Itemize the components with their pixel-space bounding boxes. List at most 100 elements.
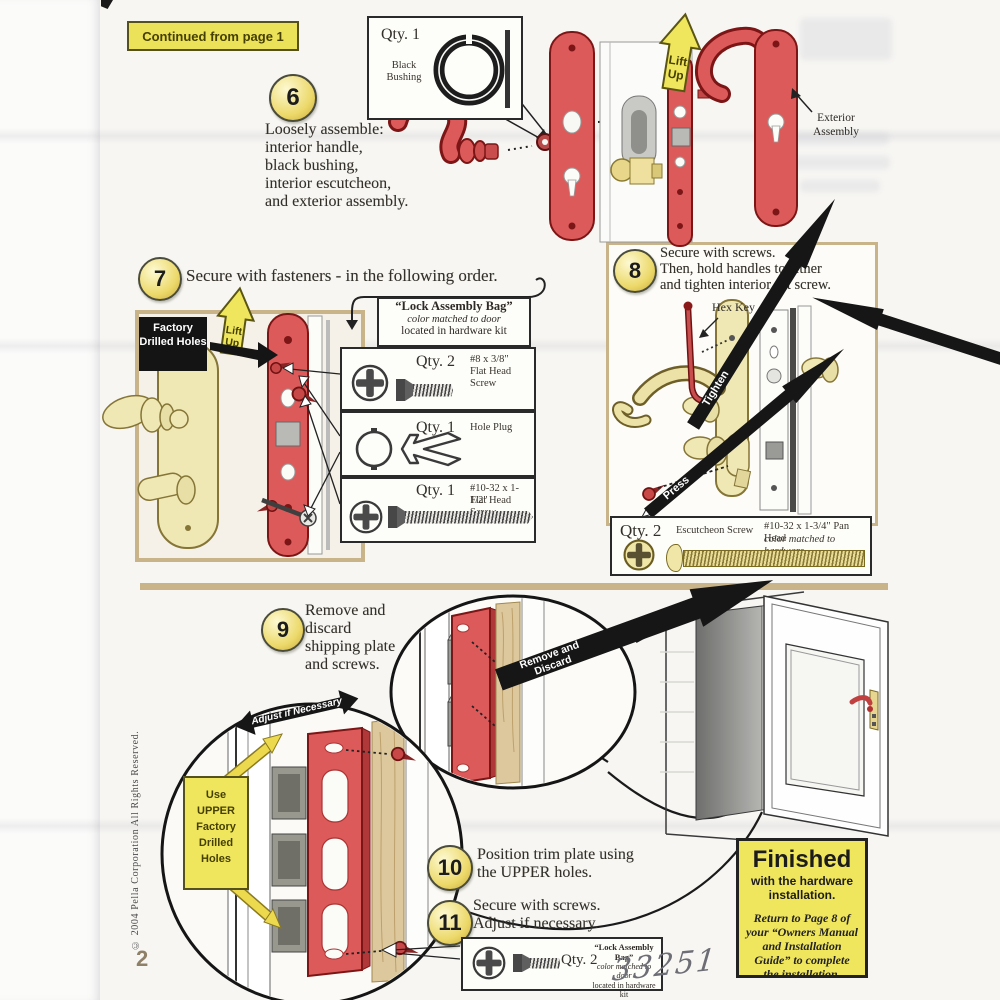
screw-thread (683, 549, 865, 567)
instruction-line: Secure with screws. (660, 245, 776, 261)
step-number-text: 10 (437, 855, 463, 880)
instruction-line: Secure with screws. (473, 897, 601, 914)
screw-cone (405, 379, 413, 401)
screw-head (388, 506, 397, 528)
factory-drilled-holes-label: Factory Drilled Holes (139, 317, 207, 371)
step11-number: 11 (427, 900, 473, 946)
instruction-line: interior escutcheon, (265, 174, 392, 192)
pan-head-screw-icon (666, 544, 865, 572)
fastener-size: #10-32 x 1-3/4" Pan Head (764, 521, 850, 545)
finished-title: Finished (752, 846, 852, 873)
ink-bleed-artifact (778, 156, 890, 169)
screw-head (396, 379, 405, 401)
exterior-assembly-label: Exterior Assembly (813, 112, 859, 138)
instruction-line: and screws. (305, 655, 380, 673)
step11-instructions: Secure with screws. Adjust if necessary. (473, 897, 693, 933)
trim-plate-inset (160, 702, 464, 1000)
copyright-vertical-text: © 2004 Pella Corporation All Rights Rese… (130, 730, 141, 950)
door-handle-drawing (849, 695, 873, 706)
fastener-qty: Qty. 1 (416, 419, 455, 436)
ink-bleed-artifact (800, 180, 880, 192)
label-line: UPPER (197, 804, 235, 817)
lift-up-text: Lift (668, 52, 689, 69)
instruction-line: discard (305, 619, 352, 637)
fastener-size: #8 x 3/8" (470, 354, 509, 365)
paper-fold-shadow (0, 128, 1000, 144)
subtitle-line: with the hardware (750, 874, 854, 888)
step11-screw-box: Qty. 2 “Lock Assembly Bag” color matched… (461, 937, 663, 1000)
fastener-size: #10-32 x 1-1/2" (470, 483, 519, 507)
step-number-text: 9 (276, 617, 290, 642)
step9-instructions: Remove and discard shipping plate and sc… (305, 602, 475, 674)
screw-thread (530, 957, 560, 969)
section-divider (140, 583, 888, 590)
instruction-line: and tighten interior set screw. (660, 277, 831, 294)
bag-note-line: color matched to door (407, 314, 501, 325)
fastener-qty: Qty. 2 (416, 353, 455, 370)
step6-instructions: Loosely assemble: interior handle, black… (265, 121, 475, 211)
screw-head (513, 954, 522, 972)
page-number: 2 (136, 946, 149, 971)
screw-cone (397, 506, 405, 528)
fastener-box-hole-plug: Qty. 1 Hole Plug (340, 411, 536, 477)
hole-plug-icon (355, 428, 462, 470)
use-upper-holes-label: Use UPPER Factory Drilled Holes (183, 776, 249, 890)
instruction-line: interior handle, (265, 138, 363, 156)
bag-note-line: located in hardware kit (401, 325, 507, 337)
screw-thread (413, 383, 453, 397)
fastener-name: Hole Plug (470, 422, 513, 433)
label-line: Holes (201, 852, 231, 865)
phillips-screw-icon (351, 364, 389, 402)
step7-fastening-drawing: Lift Up (102, 277, 546, 557)
body-line: and Installation (762, 939, 842, 954)
instruction-line: the UPPER holes. (477, 863, 593, 881)
label-line: Use (205, 789, 227, 801)
machine-screw-icon (388, 506, 533, 528)
bag-note-line: located in hardware kit (592, 980, 656, 1000)
fastener-qty: Qty. 2 (561, 952, 598, 968)
fastener-name: Flat Head Screw (470, 366, 512, 390)
instruction-line: Loosely assemble: (265, 121, 384, 138)
fastener-box-flat-head-2: Qty. 1 #10-32 x 1-1/2" Flat Head Screw (340, 477, 536, 543)
bottom-illustrations (160, 591, 889, 1000)
fastener-name: Escutcheon Screw (676, 525, 754, 536)
body-line: Return to Page 8 of (753, 910, 851, 925)
black-bushing-icon (433, 30, 510, 108)
part-qty: Qty. 1 (381, 26, 420, 43)
instruction-line: Position trim plate using (477, 846, 634, 863)
screw-cone (522, 954, 530, 972)
instruction-line: Adjust if necessary. (473, 914, 599, 932)
instruction-line: black bushing, (265, 156, 359, 174)
ink-bleed-artifact (793, 132, 889, 145)
part-name: Black Bushing (386, 60, 422, 84)
escutcheon-screw-box: Qty. 2 Escutcheon Screw #10-32 x 1-3/4" … (610, 516, 872, 576)
step-number-text: 6 (286, 84, 300, 111)
lift-up-arrow: Lift Up (658, 12, 702, 93)
step10-number: 10 (427, 845, 473, 891)
lift-up-text: Up (667, 67, 685, 83)
phillips-screw-icon (623, 539, 655, 571)
page-left-margin (0, 0, 100, 1000)
step9-number: 9 (261, 608, 305, 652)
phillips-screw-icon (472, 946, 506, 980)
continued-badge: Continued from page 1 (127, 21, 299, 51)
label-line: Factory (196, 820, 236, 833)
fastener-box-flat-head-1: Qty. 2 #8 x 3/8" Flat Head Screw (340, 347, 536, 411)
step6-number: 6 (269, 74, 317, 122)
step8-tighten-drawing (612, 299, 839, 518)
step10-instructions: Position trim plate using the UPPER hole… (477, 846, 697, 882)
label-line: Drilled (198, 836, 234, 849)
finished-subtitle: with the hardware installation. (739, 874, 865, 903)
open-door-drawing (660, 591, 889, 847)
step-number-text: 7 (153, 266, 167, 291)
step8-number: 8 (613, 249, 657, 293)
step8-instructions: Secure with screws. Then, hold handles t… (660, 245, 874, 294)
bag-note-line: color matched to door (596, 962, 652, 981)
instruction-line: Remove and (305, 602, 386, 619)
finished-body: Return to Page 8 of your “Owners Manual … (739, 911, 865, 982)
phillips-screw-icon (349, 500, 383, 534)
fastener-qty: Qty. 2 (620, 521, 662, 540)
bag-note-line: “Lock Assembly Bag” (395, 299, 513, 313)
bag-note-connector (351, 277, 546, 322)
